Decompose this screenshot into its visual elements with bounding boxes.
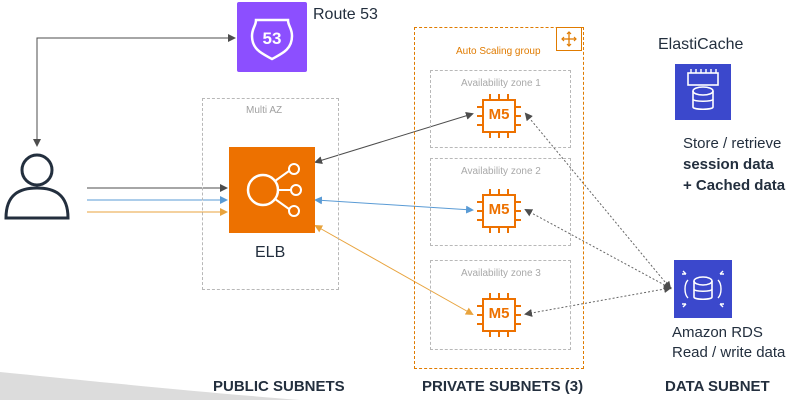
elasticache-desc-line1: Store / retrieve: [683, 135, 782, 152]
multi-az-box: [202, 98, 339, 290]
rds-desc: Read / write data: [672, 344, 786, 361]
elasticache-title: ElastiCache: [658, 36, 744, 53]
m5-instance-2: M5: [476, 188, 522, 234]
elb-m5-2-arrow: [314, 196, 474, 214]
user-icon: [0, 148, 74, 222]
rds-title: Amazon RDS: [672, 324, 763, 341]
multi-az-label: Multi AZ: [246, 105, 283, 116]
elasticache-desc-line3: + Cached data: [683, 177, 786, 194]
data-subnet-label: DATA SUBNET: [665, 378, 770, 395]
private-subnets-label: PRIVATE SUBNETS (3): [422, 378, 584, 395]
m5-instance-2-label: M5: [488, 201, 510, 218]
m5-instance-3-label: M5: [488, 305, 510, 322]
elb-label: ELB: [255, 244, 286, 261]
m5-3-rds-arrow: [524, 285, 672, 317]
public-subnets-label: PUBLIC SUBNETS: [213, 378, 345, 395]
availability-zone-2-box: [430, 158, 571, 246]
user-route53-arrow: [33, 34, 236, 147]
auto-scaling-group-label: Auto Scaling group: [456, 46, 541, 57]
m5-instance-1-label: M5: [488, 106, 510, 123]
rds-icon: [674, 260, 732, 318]
availability-zone-2-label: Availability zone 2: [461, 166, 541, 177]
route53-icon: 53: [237, 2, 307, 72]
availability-zone-3-label: Availability zone 3: [461, 268, 541, 279]
availability-zone-1-label: Availability zone 1: [461, 78, 541, 89]
m5-instance-3: M5: [476, 292, 522, 338]
route53-label: Route 53: [313, 6, 378, 23]
elb-icon: [229, 147, 315, 233]
m5-instance-1: M5: [476, 93, 522, 139]
availability-zone-3-box: [430, 260, 571, 350]
elb-m5-3-arrow: [314, 225, 474, 315]
route53-badge: 53: [263, 29, 282, 48]
auto-scaling-group-box: [414, 27, 584, 369]
m5-2-rds-arrow: [524, 209, 672, 289]
elasticache-icon: [675, 64, 731, 120]
elb-m5-1-arrow: [314, 111, 474, 165]
auto-scaling-icon: [556, 27, 582, 51]
elasticache-desc-line2: session data: [683, 156, 774, 173]
availability-zone-1-box: [430, 70, 571, 148]
